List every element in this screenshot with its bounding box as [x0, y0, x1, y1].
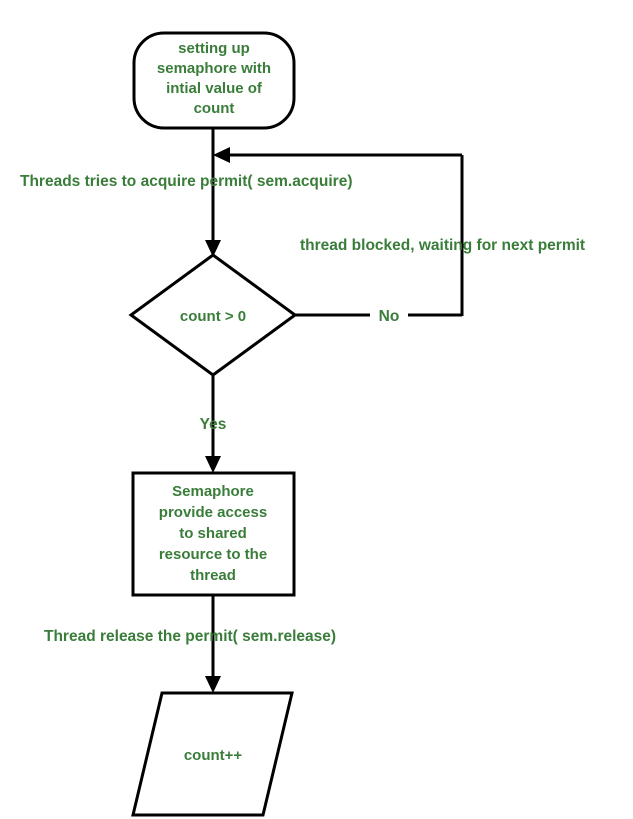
node-decision-label: count > 0 — [180, 308, 246, 325]
edge-label-no: No — [379, 308, 400, 325]
node-io-shape — [131, 691, 294, 817]
node-process-line-2: provide access — [159, 504, 267, 521]
arrowhead-loop-return — [213, 147, 230, 163]
edge-label-yes: Yes — [200, 416, 227, 433]
arrowhead-decision-top — [205, 240, 221, 257]
edge-label-acquire: Threads tries to acquire permit( sem.acq… — [20, 173, 353, 190]
node-start-line-1: setting up — [178, 40, 250, 57]
node-process-shape — [131, 471, 296, 597]
node-start-line-3: intial value of — [166, 80, 263, 97]
arrowhead-io-top — [205, 676, 221, 693]
node-io-label: count++ — [184, 747, 243, 764]
edge-label-release: Thread release the permit( sem.release) — [44, 628, 336, 645]
node-start-line-4: count — [194, 100, 235, 117]
node-start-line-2: semaphore with — [157, 60, 271, 77]
arrowhead-process-top — [205, 456, 221, 473]
node-process-line-3: to shared — [179, 525, 247, 542]
node-process-line-4: resource to the — [159, 546, 267, 563]
edge-label-blocked: thread blocked, waiting for next permit — [300, 237, 585, 254]
node-process-line-1: Semaphore — [172, 483, 254, 500]
node-process-line-5: thread — [190, 567, 236, 584]
